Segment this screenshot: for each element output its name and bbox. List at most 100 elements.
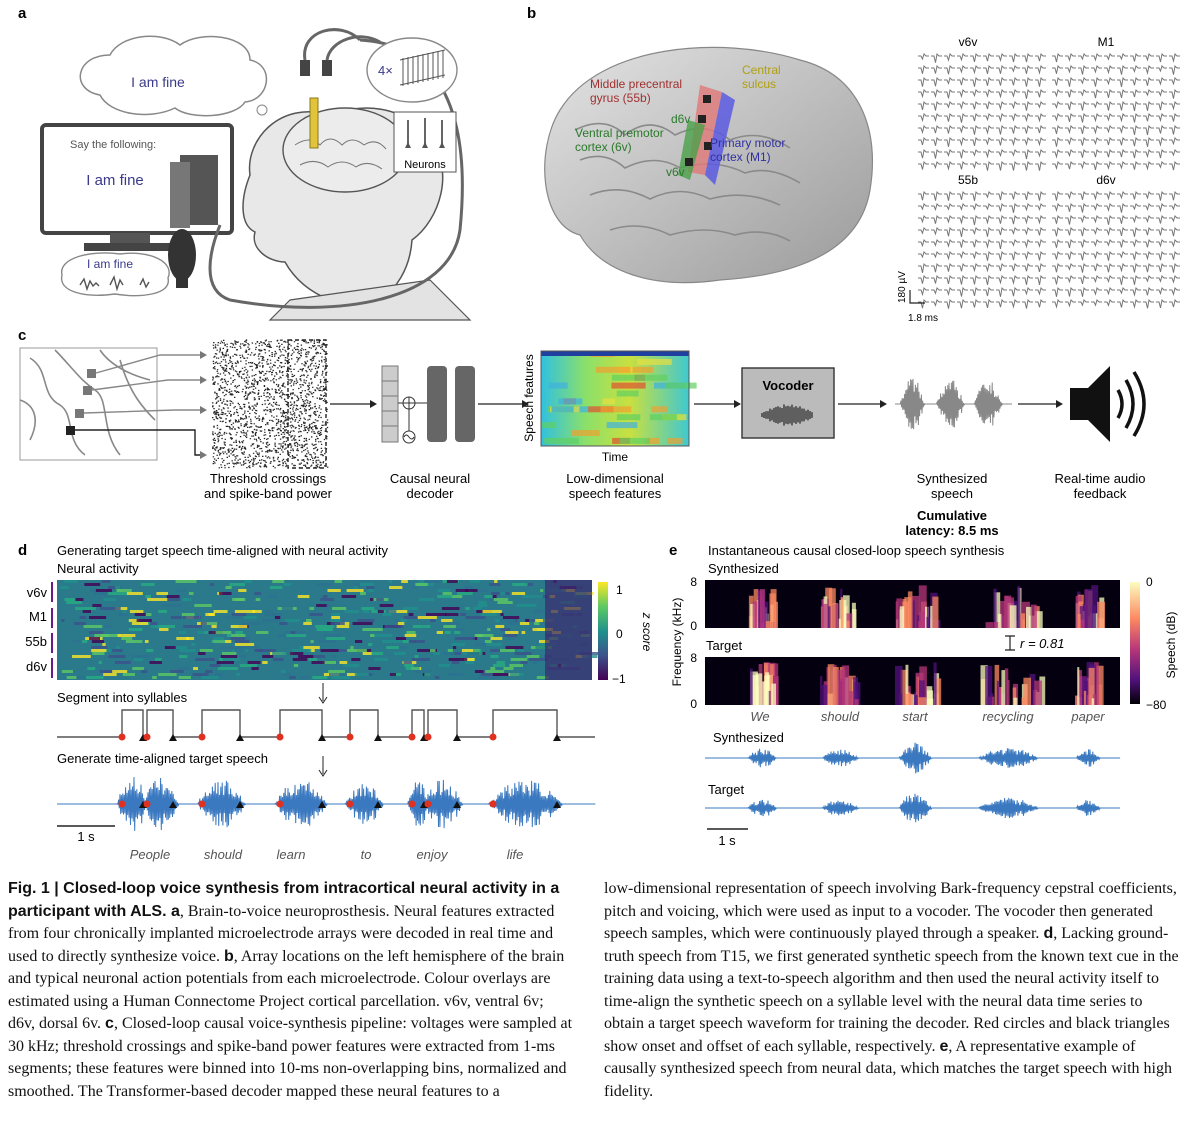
heat-cell: [241, 622, 245, 625]
caption-b-tag: b: [223, 947, 234, 965]
heat-cell: [331, 613, 341, 616]
neurons-label: Neurons: [404, 159, 446, 171]
c-array-leads: [83, 354, 205, 414]
arrowhead-3: [734, 400, 741, 408]
caption-e-tag: e: [939, 1037, 949, 1055]
heat-cell: [262, 661, 268, 664]
wave-onset-circle: [118, 800, 126, 808]
heat-cell: [360, 592, 366, 595]
heat-cell: [146, 649, 154, 652]
heat-cell: [444, 631, 451, 634]
heat-cell: [503, 667, 514, 670]
array-v6v: [685, 158, 693, 166]
vocoder-wave-bars: [761, 404, 813, 426]
waveform-grid-2: [918, 190, 1046, 309]
heat-cell: [521, 631, 526, 634]
row-label-d6v: d6v: [26, 659, 47, 674]
heat-cell: [322, 595, 328, 598]
heat-cell: [244, 580, 252, 583]
heat-cell: [433, 652, 441, 655]
heat-cell: [239, 664, 258, 667]
heat-cell: [395, 637, 407, 640]
grid-title-55b: 55b: [958, 173, 978, 187]
heat-cell: [211, 625, 217, 628]
zscore-colorbar: [598, 582, 608, 680]
heat-cell: [430, 619, 436, 622]
heat-cell: [170, 670, 184, 673]
spec-band: [755, 673, 763, 705]
heat-cell: [126, 592, 143, 595]
spec-band: [912, 600, 915, 628]
ytick-synth-8: 8: [690, 575, 697, 589]
heat-cell: [188, 592, 194, 595]
connector-right: [322, 60, 332, 76]
heat-cell: [540, 589, 544, 592]
spec-band: [1093, 694, 1096, 705]
heat-cell: [95, 589, 112, 592]
heat-cell: [404, 634, 417, 637]
feature-cell: [637, 358, 672, 365]
heat-cell: [298, 655, 314, 658]
heat-cell: [509, 664, 523, 667]
heat-cell: [231, 613, 247, 616]
heat-cell: [384, 625, 404, 628]
heat-cell: [397, 622, 405, 625]
synth-speech-wave: [895, 378, 1012, 430]
heat-cell: [64, 598, 76, 601]
heat-cell: [350, 646, 354, 649]
heat-cell: [176, 589, 186, 592]
heat-cell: [91, 649, 107, 652]
heat-cell: [405, 667, 420, 670]
heat-cell: [213, 637, 224, 640]
heat-cell: [134, 613, 146, 616]
heat-cell: [309, 607, 315, 610]
heat-cell: [111, 649, 123, 652]
spec-band: [994, 592, 1001, 628]
heat-cell: [366, 586, 375, 589]
wave-offset-triangle: [374, 801, 382, 808]
heat-cell: [362, 652, 372, 655]
heat-cell: [72, 655, 91, 658]
heat-cell: [72, 676, 92, 679]
spec-band: [843, 595, 850, 628]
wave-onset-circle: [424, 800, 432, 808]
heat-cell: [461, 649, 480, 652]
heat-cell: [247, 661, 261, 664]
label-d6v: d6v: [671, 112, 690, 126]
heat-cell: [230, 634, 246, 637]
heat-cell: [510, 658, 528, 661]
spec-band: [854, 699, 859, 705]
caption-c-tag: c: [105, 1015, 114, 1032]
spec-band: [1022, 601, 1030, 628]
db-tick-neg80: −80: [1146, 698, 1167, 712]
wave-onset-circle: [346, 800, 354, 808]
heat-cell: [357, 619, 375, 622]
heat-cell: [129, 610, 144, 613]
feature-cell: [602, 398, 616, 405]
heat-cell: [284, 619, 300, 622]
heat-cell: [92, 604, 102, 607]
heat-cell: [306, 619, 312, 622]
thought-bubble: [79, 35, 267, 117]
heat-cell: [516, 604, 537, 607]
heat-cell: [303, 622, 312, 625]
heat-cell: [443, 625, 456, 628]
synth-wave-path: [895, 378, 1012, 430]
heat-cell: [234, 643, 255, 646]
heat-cell: [304, 655, 326, 658]
heat-cell: [464, 658, 475, 661]
heat-cell: [522, 595, 543, 598]
heat-cell: [465, 607, 470, 610]
offset-triangle: [374, 734, 382, 741]
heat-cell: [102, 625, 112, 628]
heat-cell: [128, 619, 140, 622]
label-v6v: v6v: [666, 165, 685, 179]
heat-cell: [286, 652, 304, 655]
c-array-arrows: [200, 351, 207, 459]
heat-cell: [281, 670, 286, 673]
feature-cell: [551, 406, 574, 413]
spec-band: [827, 664, 835, 705]
spec-band: [918, 621, 926, 628]
